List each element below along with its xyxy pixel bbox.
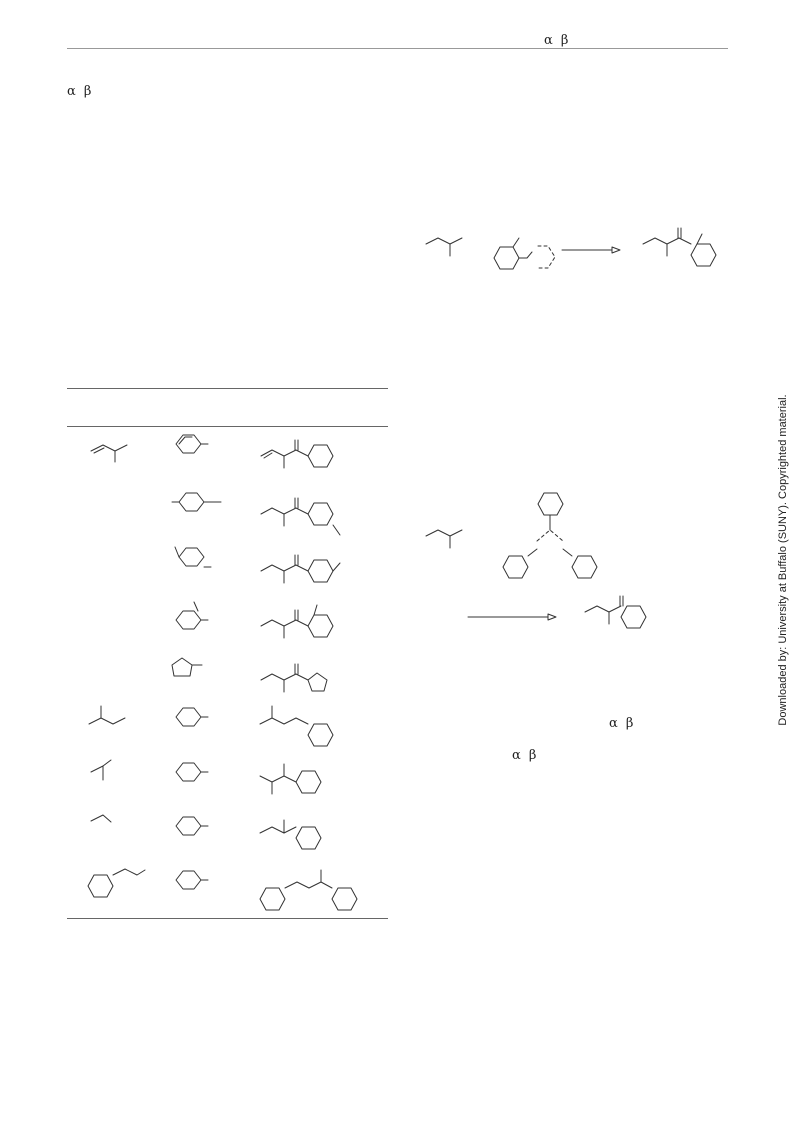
header-greek-label: α β <box>544 33 571 48</box>
table-bottom-rule <box>67 918 388 919</box>
alkene-propene <box>90 814 112 823</box>
product-6 <box>259 705 334 747</box>
table-top-rule <box>67 388 388 389</box>
download-watermark: Downloaded by: University at Buffalo (SU… <box>777 394 789 726</box>
aryl-phenyl-6 <box>175 707 209 727</box>
aryl-phenyl-1 <box>175 434 209 454</box>
header-rule <box>67 48 728 49</box>
product-4 <box>260 604 334 639</box>
product-3 <box>260 554 341 584</box>
scheme2-product <box>584 595 647 629</box>
scheme1-alkene <box>425 237 463 257</box>
product-1 <box>260 439 334 469</box>
scheme1-aryl-reagent <box>493 237 556 270</box>
alkene-2-methyl-2-butene <box>90 444 128 463</box>
product-8 <box>259 819 322 850</box>
table-header-rule <box>67 426 388 427</box>
aryl-phenyl-9 <box>175 870 209 890</box>
product-2 <box>260 497 341 536</box>
scheme-greek-label-1: α β <box>609 716 636 731</box>
aryl-phenyl-8 <box>175 816 209 836</box>
aryl-phenyl-7 <box>175 762 209 782</box>
scheme2-triaryl-reagent <box>502 492 598 579</box>
product-7 <box>259 763 322 795</box>
alkene-isobutylene <box>90 759 112 781</box>
product-5 <box>260 663 328 693</box>
left-greek-label: α β <box>67 84 94 99</box>
alkene-trimethylethylene <box>88 705 126 725</box>
aryl-2-methylphenyl <box>175 601 209 630</box>
scheme1-product <box>642 227 717 267</box>
scheme2-alkene <box>425 529 463 549</box>
aryl-3-methylphenyl <box>174 546 212 568</box>
aryl-thienyl <box>171 657 203 677</box>
scheme-greek-label-2: α β <box>512 748 539 763</box>
alkene-styryl-propene <box>87 868 146 898</box>
aryl-4-methylphenyl <box>171 492 222 512</box>
product-9 <box>259 869 358 911</box>
